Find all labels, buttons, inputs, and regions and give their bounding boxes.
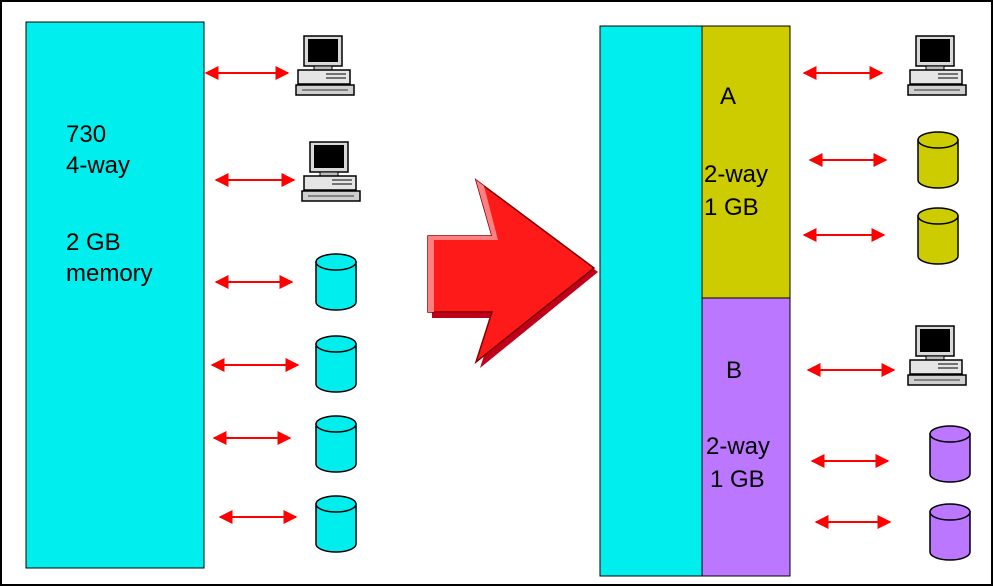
partition-b-name: B <box>726 357 743 384</box>
partition-a-memory: 1 GB <box>704 194 759 221</box>
computer-icon <box>301 141 361 202</box>
computer-icon <box>295 35 355 96</box>
partition-b-memory: 1 GB <box>710 466 765 493</box>
disk-icon <box>315 495 357 553</box>
computer-icon <box>907 35 967 96</box>
migration-arrow <box>427 178 598 368</box>
right-connection-arrows <box>802 66 896 529</box>
partition-b-processors: 2-way <box>706 433 771 460</box>
left-disk-group <box>315 253 357 553</box>
disk-icon <box>929 425 971 483</box>
disk-icon <box>917 207 959 265</box>
left-model-label: 730 <box>66 121 107 148</box>
disk-icon <box>315 253 357 311</box>
left-processors-label: 4-way <box>66 152 131 179</box>
disk-icon <box>929 503 971 561</box>
disk-icon <box>917 131 959 189</box>
partition-b-block <box>701 297 791 577</box>
partition-a-block <box>701 25 791 299</box>
right-disk-group <box>917 131 971 561</box>
left-system-block <box>25 21 205 569</box>
disk-icon <box>315 335 357 393</box>
left-memory-amount-label: 2 GB <box>66 229 121 256</box>
right-system-block <box>599 25 703 577</box>
partition-a-name: A <box>720 83 737 110</box>
left-connection-arrows <box>204 66 300 524</box>
left-memory-word-label: memory <box>66 260 153 287</box>
partition-a-processors: 2-way <box>704 161 769 188</box>
computer-icon <box>907 325 967 386</box>
disk-icon <box>315 415 357 473</box>
